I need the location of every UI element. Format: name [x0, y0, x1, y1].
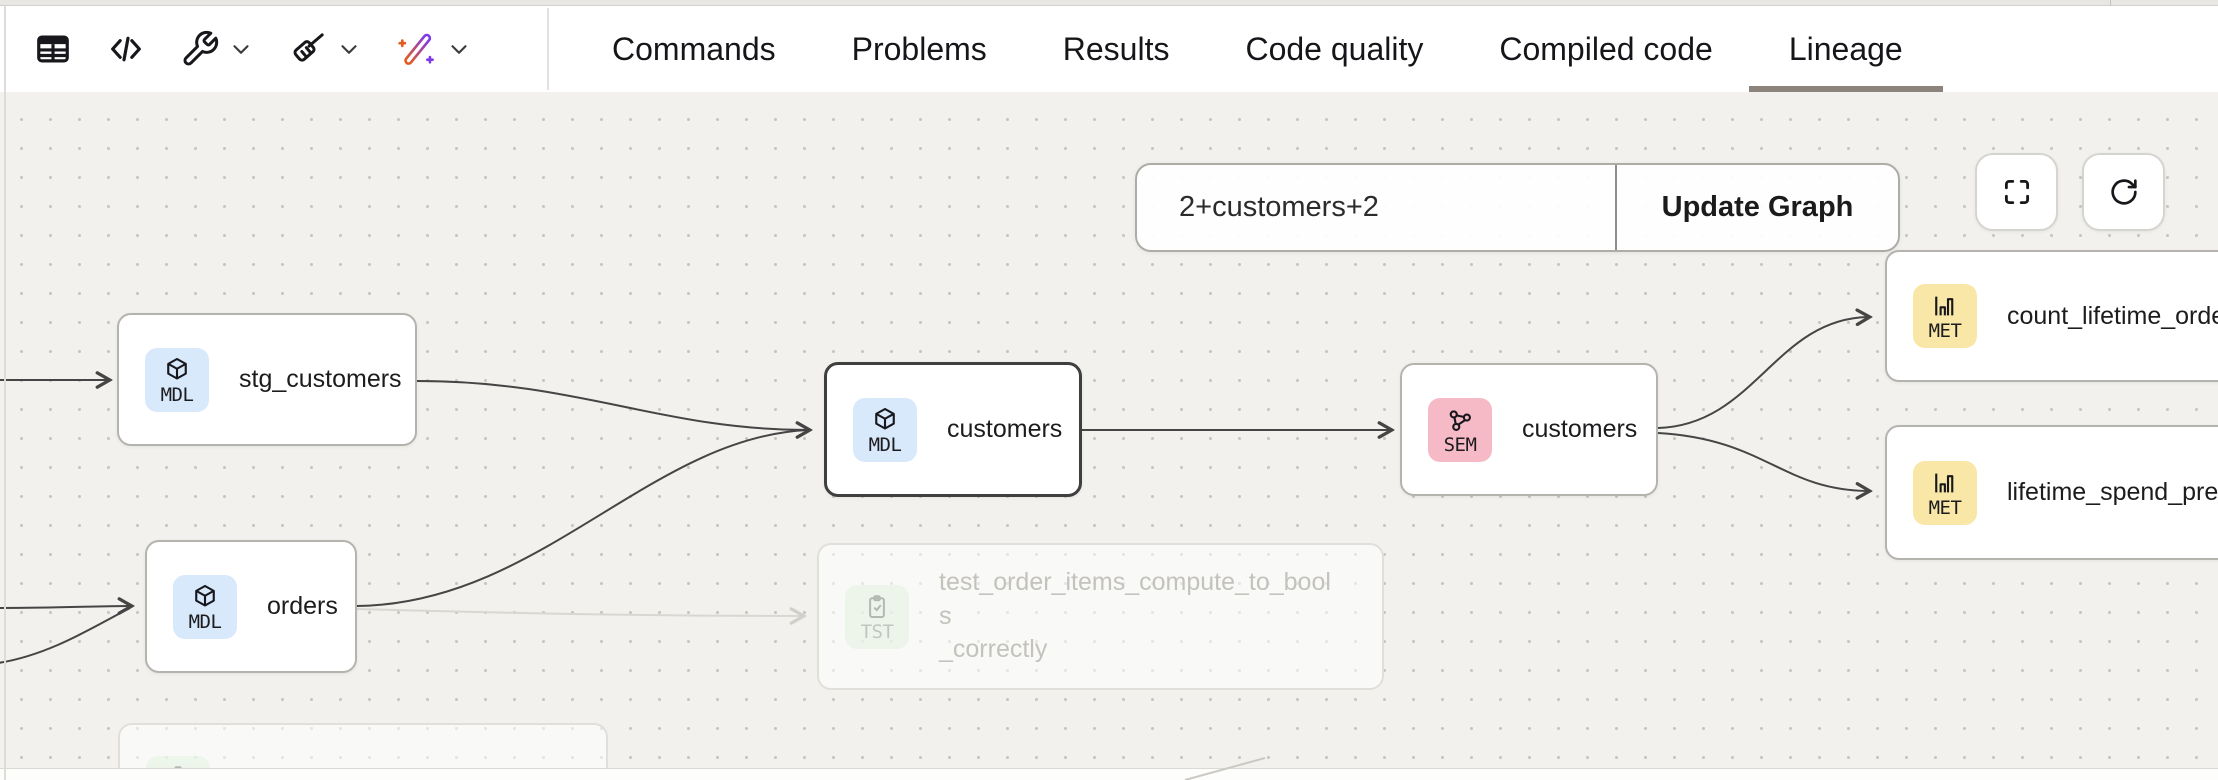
bar-chart-icon	[1935, 295, 1954, 317]
chevron-down-icon	[341, 45, 357, 54]
lineage-edges	[0, 92, 2218, 664]
header-bar: Commands Problems Results Code quality C…	[0, 6, 2218, 92]
refresh-icon	[2110, 179, 2137, 205]
broom-icon	[293, 33, 324, 62]
clean-button[interactable]	[284, 25, 366, 73]
node-label: customers	[947, 415, 1063, 443]
cube-icon	[875, 407, 895, 430]
node-label-line-1: test_order_items_compute_to_bools	[939, 567, 1331, 630]
node-orders[interactable]: MDL orders	[145, 540, 357, 673]
tab-results[interactable]: Results	[1063, 6, 1170, 92]
fullscreen-icon	[2004, 179, 2029, 205]
badge-code: MDL	[160, 383, 194, 406]
node-label: stg_customers	[239, 365, 402, 393]
bottom-bar	[0, 768, 2218, 780]
cube-icon	[167, 357, 187, 380]
badge-code: TST	[860, 620, 894, 643]
bar-chart-icon	[1935, 472, 1954, 493]
toolbar-divider	[547, 8, 549, 90]
code-button[interactable]	[102, 25, 150, 73]
test-badge: TST	[845, 584, 909, 649]
badge-code: SEM	[1443, 433, 1477, 456]
chevron-down-icon	[451, 45, 467, 54]
badge-code: MDL	[188, 610, 222, 633]
update-graph-button[interactable]: Update Graph	[1615, 165, 1898, 250]
table-button[interactable]	[30, 26, 76, 72]
node-hidden-test[interactable]: TST	[118, 723, 608, 768]
node-label: lifetime_spend_pretax	[2007, 478, 2218, 506]
semantic-badge: SEM	[1428, 397, 1492, 462]
model-badge: MDL	[145, 347, 209, 412]
lineage-selector: Update Graph	[1135, 163, 1900, 252]
tab-compiled-code[interactable]: Compiled code	[1499, 6, 1712, 92]
node-count-lifetime-orders[interactable]: MET count_lifetime_orders	[1885, 250, 2218, 382]
fit-view-button[interactable]	[1975, 153, 2058, 231]
lineage-selector-input[interactable]	[1137, 165, 1615, 250]
tab-problems[interactable]: Problems	[852, 6, 987, 92]
node-label: count_lifetime_orders	[2007, 301, 2218, 330]
node-label: customers	[1522, 415, 1638, 443]
clipped-edge-fragment	[1184, 757, 1266, 780]
lineage-canvas[interactable]: MDL stg_customers MDL orders MDL custome…	[0, 92, 2218, 768]
left-edge-divider	[4, 6, 6, 780]
badge-code: MET	[1928, 496, 1962, 519]
node-test-order-items[interactable]: TST test_order_items_compute_to_bools _c…	[817, 543, 1384, 690]
strip-divider	[2110, 0, 2111, 6]
ai-assist-button[interactable]	[392, 24, 476, 74]
node-lifetime-spend-pretax[interactable]: MET lifetime_spend_pretax	[1885, 425, 2218, 560]
node-label: test_order_items_compute_to_bools _corre…	[939, 566, 1339, 667]
test-badge: TST	[146, 756, 210, 768]
metric-badge: MET	[1913, 460, 1977, 525]
table-icon	[37, 35, 69, 63]
semantic-graph-icon	[1449, 409, 1471, 431]
refresh-graph-button[interactable]	[2082, 153, 2165, 231]
clipboard-check-icon	[869, 594, 885, 618]
tab-lineage[interactable]: Lineage	[1748, 6, 1943, 92]
model-badge: MDL	[853, 397, 917, 462]
badge-code: MET	[1928, 320, 1962, 342]
node-stg-customers[interactable]: MDL stg_customers	[117, 313, 417, 446]
tab-commands[interactable]: Commands	[612, 6, 776, 92]
model-badge: MDL	[173, 574, 237, 639]
build-tools-button[interactable]	[176, 25, 258, 73]
chevron-down-icon	[233, 45, 249, 54]
node-label-line-2: _correctly	[939, 635, 1048, 664]
magic-pencil-icon	[398, 33, 434, 65]
node-customers-model[interactable]: MDL customers	[824, 362, 1082, 497]
tab-bar: Commands Problems Results Code quality C…	[612, 6, 1943, 92]
badge-code: MDL	[868, 433, 902, 456]
toolbar	[30, 6, 476, 92]
node-label: orders	[267, 592, 338, 620]
cube-icon	[195, 584, 215, 607]
window-top-strip	[0, 0, 2218, 6]
metric-badge: MET	[1913, 284, 1977, 348]
code-icon	[111, 36, 141, 62]
node-customers-semantic[interactable]: SEM customers	[1400, 363, 1658, 496]
tab-code-quality[interactable]: Code quality	[1245, 6, 1423, 92]
wrench-icon	[183, 30, 219, 66]
